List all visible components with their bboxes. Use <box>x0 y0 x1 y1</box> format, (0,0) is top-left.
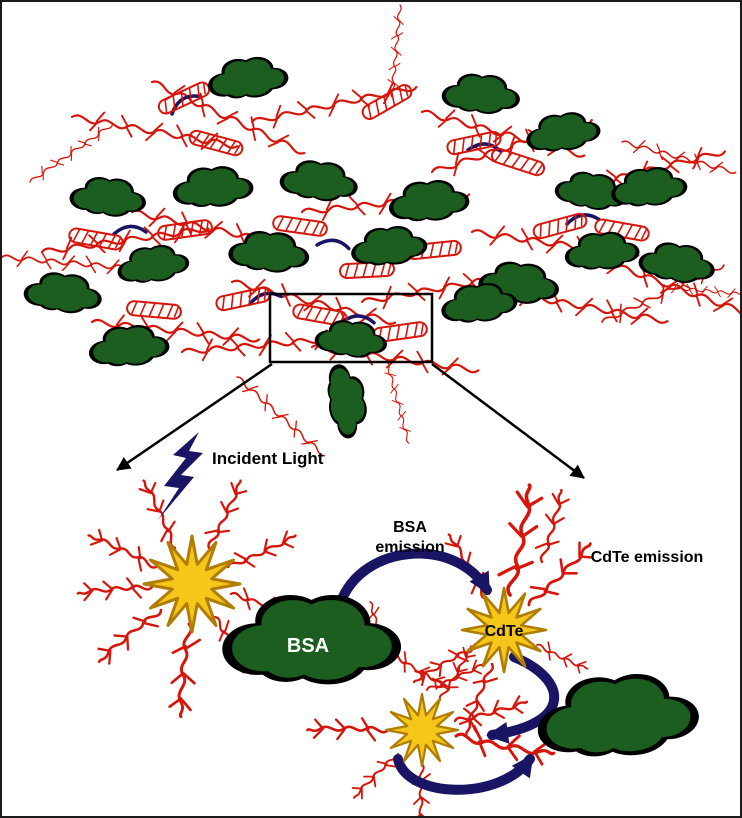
protein-cloud <box>22 269 104 316</box>
polymer-chain <box>199 475 252 554</box>
excited-quantum-dot <box>142 534 242 634</box>
incident-light-label: Incident Light <box>212 449 324 468</box>
bsa-emission-label-line1: BSA <box>393 519 427 536</box>
zoom-callout-lines <box>116 362 585 479</box>
incident-light-bolt-icon <box>158 432 203 520</box>
detail-view: Incident Light BSA emission CdTe emissio… <box>75 432 704 816</box>
protein-cloud <box>115 241 192 287</box>
energy-transfer-arrow-right <box>486 652 559 744</box>
protein-cloud <box>278 157 360 204</box>
polymer-chain <box>75 575 155 605</box>
polymer-chain <box>412 763 431 816</box>
nanocomposite-network <box>2 3 740 462</box>
polymer-chain <box>231 371 330 462</box>
cdte-dot-label: CdTe <box>485 623 524 640</box>
cdte-emission-label: CdTe emission <box>591 549 704 566</box>
polymer-chain <box>165 621 203 720</box>
quantum-dot-rod <box>125 299 183 321</box>
bsa-emission-arrow <box>335 548 492 609</box>
protein-cloud <box>87 322 171 369</box>
linker-arc <box>315 235 352 253</box>
protein-cloud <box>349 223 429 269</box>
protein-cloud <box>523 108 602 156</box>
polymer-chain <box>385 3 407 99</box>
quantum-dot-rod <box>187 128 245 158</box>
polymer-chain <box>83 524 162 577</box>
bsa-cloud-label: BSA <box>287 635 329 657</box>
zoom-line-left <box>116 362 273 472</box>
zoom-line-right <box>431 363 585 479</box>
protein-cloud <box>637 239 718 288</box>
quantum-dot-rod <box>338 260 396 280</box>
protein-cloud <box>206 54 291 103</box>
protein-cloud <box>387 177 471 224</box>
protein-cloud <box>323 361 371 440</box>
protein-cloud <box>68 174 148 219</box>
quantum-dot-rod <box>214 285 272 313</box>
polymer-chain <box>90 599 169 672</box>
quantum-dot-rod <box>359 81 415 123</box>
protein-cloud <box>441 72 522 117</box>
energy-transfer-arrow-bottom <box>393 754 535 795</box>
polymer-chain <box>306 716 390 742</box>
polymer-chain <box>494 480 548 600</box>
zoom-region-box <box>268 292 434 364</box>
acceptor-protein-cloud <box>534 669 702 764</box>
protein-cloud <box>563 230 640 273</box>
protein-cloud <box>171 164 254 210</box>
polymer-chain <box>25 118 117 188</box>
polymer-chain <box>519 534 601 616</box>
bsa-emission-label-line2: emission <box>375 539 444 556</box>
polymer-chain <box>381 360 415 445</box>
polymer-chain <box>222 525 302 578</box>
polymer-chain <box>2 248 138 278</box>
